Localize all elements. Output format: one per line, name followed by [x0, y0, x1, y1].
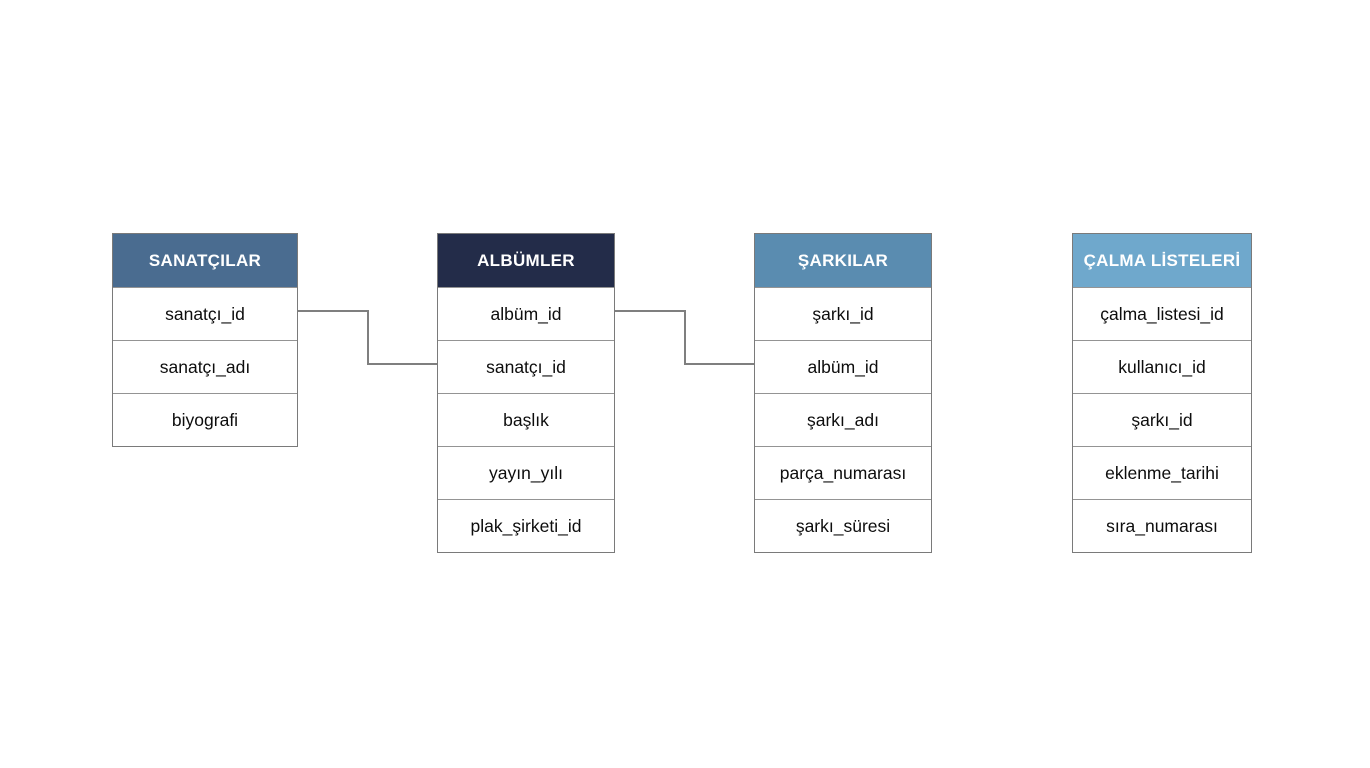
- field-row: şarkı_id: [755, 287, 931, 340]
- field-row: sanatçı_id: [438, 340, 614, 393]
- entity-table-sanatcilar: SANATÇILAR sanatçı_id sanatçı_adı biyogr…: [112, 233, 298, 447]
- field-row: başlık: [438, 393, 614, 446]
- entity-table-sarkilar: ŞARKILAR şarkı_id albüm_id şarkı_adı par…: [754, 233, 932, 553]
- field-row: biyografi: [113, 393, 297, 446]
- table-header: ŞARKILAR: [755, 234, 931, 287]
- field-row: sıra_numarası: [1073, 499, 1251, 552]
- field-row: şarkı_süresi: [755, 499, 931, 552]
- connector-sanatcilar-albumler: [297, 310, 438, 365]
- field-row: eklenme_tarihi: [1073, 446, 1251, 499]
- table-header: ALBÜMLER: [438, 234, 614, 287]
- entity-table-calma-listeleri: ÇALMA LİSTELERİ çalma_listesi_id kullanı…: [1072, 233, 1252, 553]
- table-header: SANATÇILAR: [113, 234, 297, 287]
- table-header: ÇALMA LİSTELERİ: [1073, 234, 1251, 287]
- field-row: albüm_id: [755, 340, 931, 393]
- field-row: sanatçı_adı: [113, 340, 297, 393]
- field-row: şarkı_adı: [755, 393, 931, 446]
- field-row: yayın_yılı: [438, 446, 614, 499]
- field-row: parça_numarası: [755, 446, 931, 499]
- field-row: sanatçı_id: [113, 287, 297, 340]
- field-row: albüm_id: [438, 287, 614, 340]
- entity-table-albumler: ALBÜMLER albüm_id sanatçı_id başlık yayı…: [437, 233, 615, 553]
- connector-albumler-sarkilar: [614, 310, 755, 365]
- field-row: şarkı_id: [1073, 393, 1251, 446]
- field-row: plak_şirketi_id: [438, 499, 614, 552]
- field-row: çalma_listesi_id: [1073, 287, 1251, 340]
- field-row: kullanıcı_id: [1073, 340, 1251, 393]
